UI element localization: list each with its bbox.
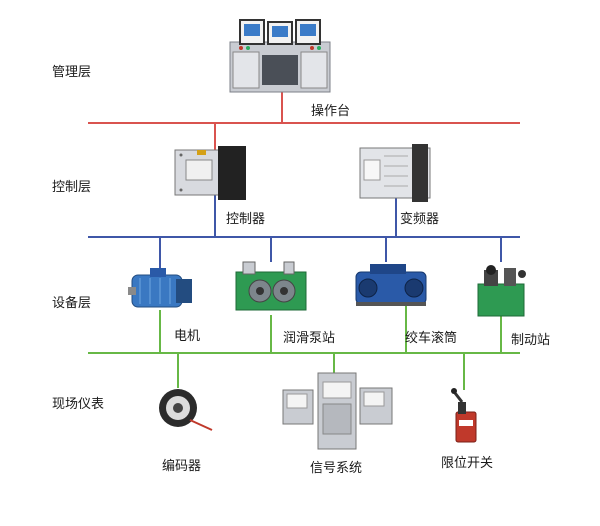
winch-drum-device-icon [355, 264, 427, 306]
brake-station-device-icon [477, 265, 526, 317]
node-label-winch-drum: 绞车滚筒 [405, 331, 458, 346]
node-label-encoder: 编码器 [162, 459, 202, 474]
layer-label-management: 管理层 [52, 65, 92, 80]
layer-label-control: 控制层 [52, 180, 92, 195]
motor-device-icon [128, 268, 192, 308]
node-label-signal-system: 信号系统 [310, 461, 363, 476]
node-label-brake-station: 制动站 [511, 333, 551, 348]
node-label-lube-station: 润滑泵站 [283, 331, 336, 346]
encoder-device-icon [159, 389, 213, 431]
node-label-inverter: 变频器 [400, 212, 440, 227]
limit-switch-device-icon [451, 388, 477, 443]
layer-label-field: 现场仪表 [52, 397, 105, 412]
node-label-limit-switch: 限位开关 [441, 456, 494, 471]
signal-system-device-icon [282, 372, 393, 450]
node-label-console: 操作台 [311, 104, 351, 119]
inverter-device-icon [359, 144, 431, 202]
lube-station-device-icon [235, 261, 307, 311]
controller-device-icon [174, 146, 246, 200]
node-label-controller: 控制器 [226, 212, 266, 227]
layer-label-equipment: 设备层 [52, 296, 92, 311]
node-label-motor: 电机 [174, 329, 201, 344]
console-device-icon [229, 19, 331, 93]
